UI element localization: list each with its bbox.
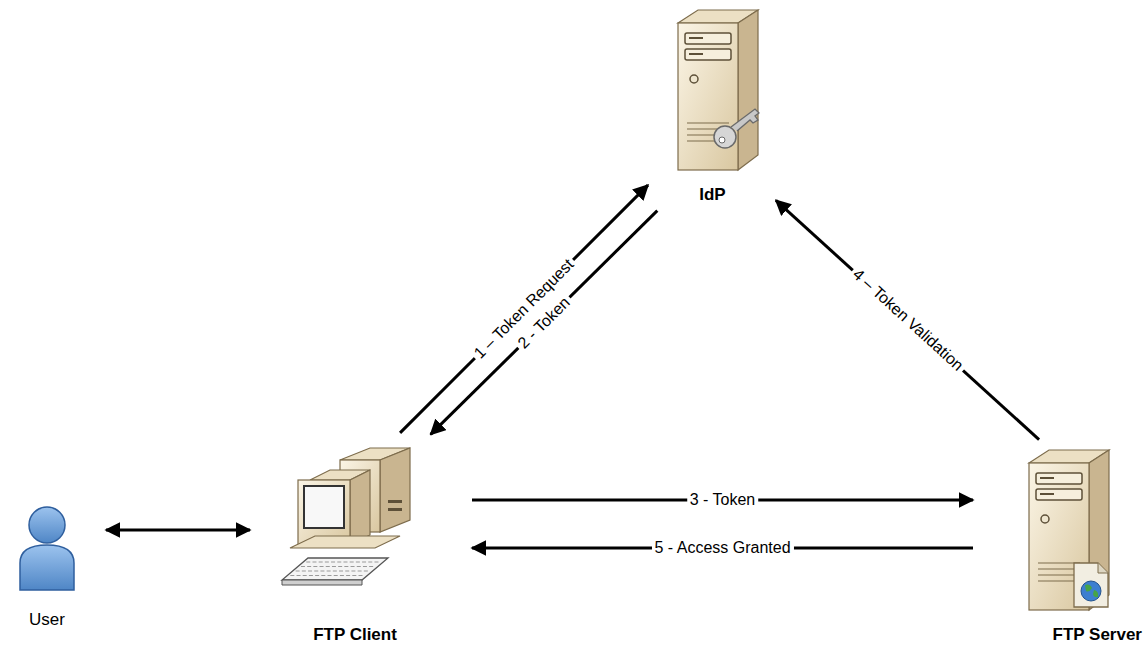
- user-icon: [12, 495, 82, 595]
- edge-label: 4 – Token Validation: [846, 263, 968, 376]
- arrow-connector: [776, 200, 1039, 439]
- computer-icon: [270, 440, 440, 590]
- node-label: User: [29, 610, 65, 630]
- edge-label: 5 - Access Granted: [651, 539, 793, 557]
- icon-node: FTP Client: [270, 440, 440, 645]
- arrow-connector: [400, 185, 648, 433]
- node-label: IdP: [699, 185, 725, 205]
- edge-label: 3 - Token: [687, 491, 759, 509]
- node-label: FTP Server: [1053, 625, 1142, 645]
- icon-node: FTP Server: [1005, 445, 1142, 645]
- ftp-server-icon: [1014, 445, 1114, 615]
- node-label: FTP Client: [313, 625, 397, 645]
- icon-node: IdP: [655, 5, 770, 205]
- icon-node: User: [8, 495, 86, 630]
- arrow-connector: [431, 211, 658, 435]
- arrow-connector: [106, 529, 250, 532]
- idp-server-icon: [663, 5, 763, 175]
